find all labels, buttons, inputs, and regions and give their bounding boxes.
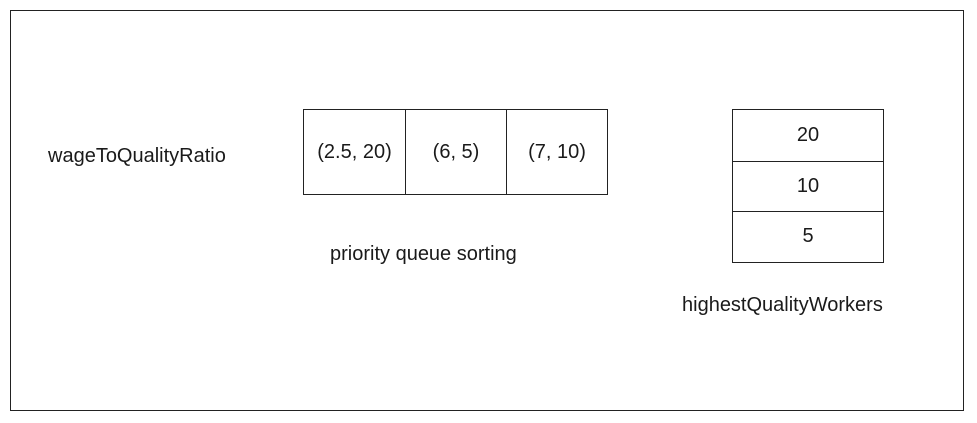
highest-quality-workers-caption: highestQualityWorkers: [682, 294, 883, 316]
highest-quality-workers-cell: 20: [796, 123, 820, 146]
wage-to-quality-ratio-label: wageToQualityRatio: [48, 145, 226, 167]
priority-queue-cell: (7, 10): [506, 110, 607, 194]
highest-quality-workers-cell: 5: [733, 211, 883, 262]
diagram-frame: [10, 10, 964, 411]
priority-queue-caption: priority queue sorting: [330, 243, 517, 265]
highest-quality-workers-cell: 10: [733, 160, 883, 212]
priority-queue: (2.5, 20) (6, 5) (7, 10): [303, 109, 608, 195]
priority-queue-cell: (6, 5): [405, 110, 506, 194]
highest-quality-workers-stack: 20 10 5: [732, 109, 884, 263]
priority-queue-cell: (2.5, 20): [317, 140, 392, 163]
